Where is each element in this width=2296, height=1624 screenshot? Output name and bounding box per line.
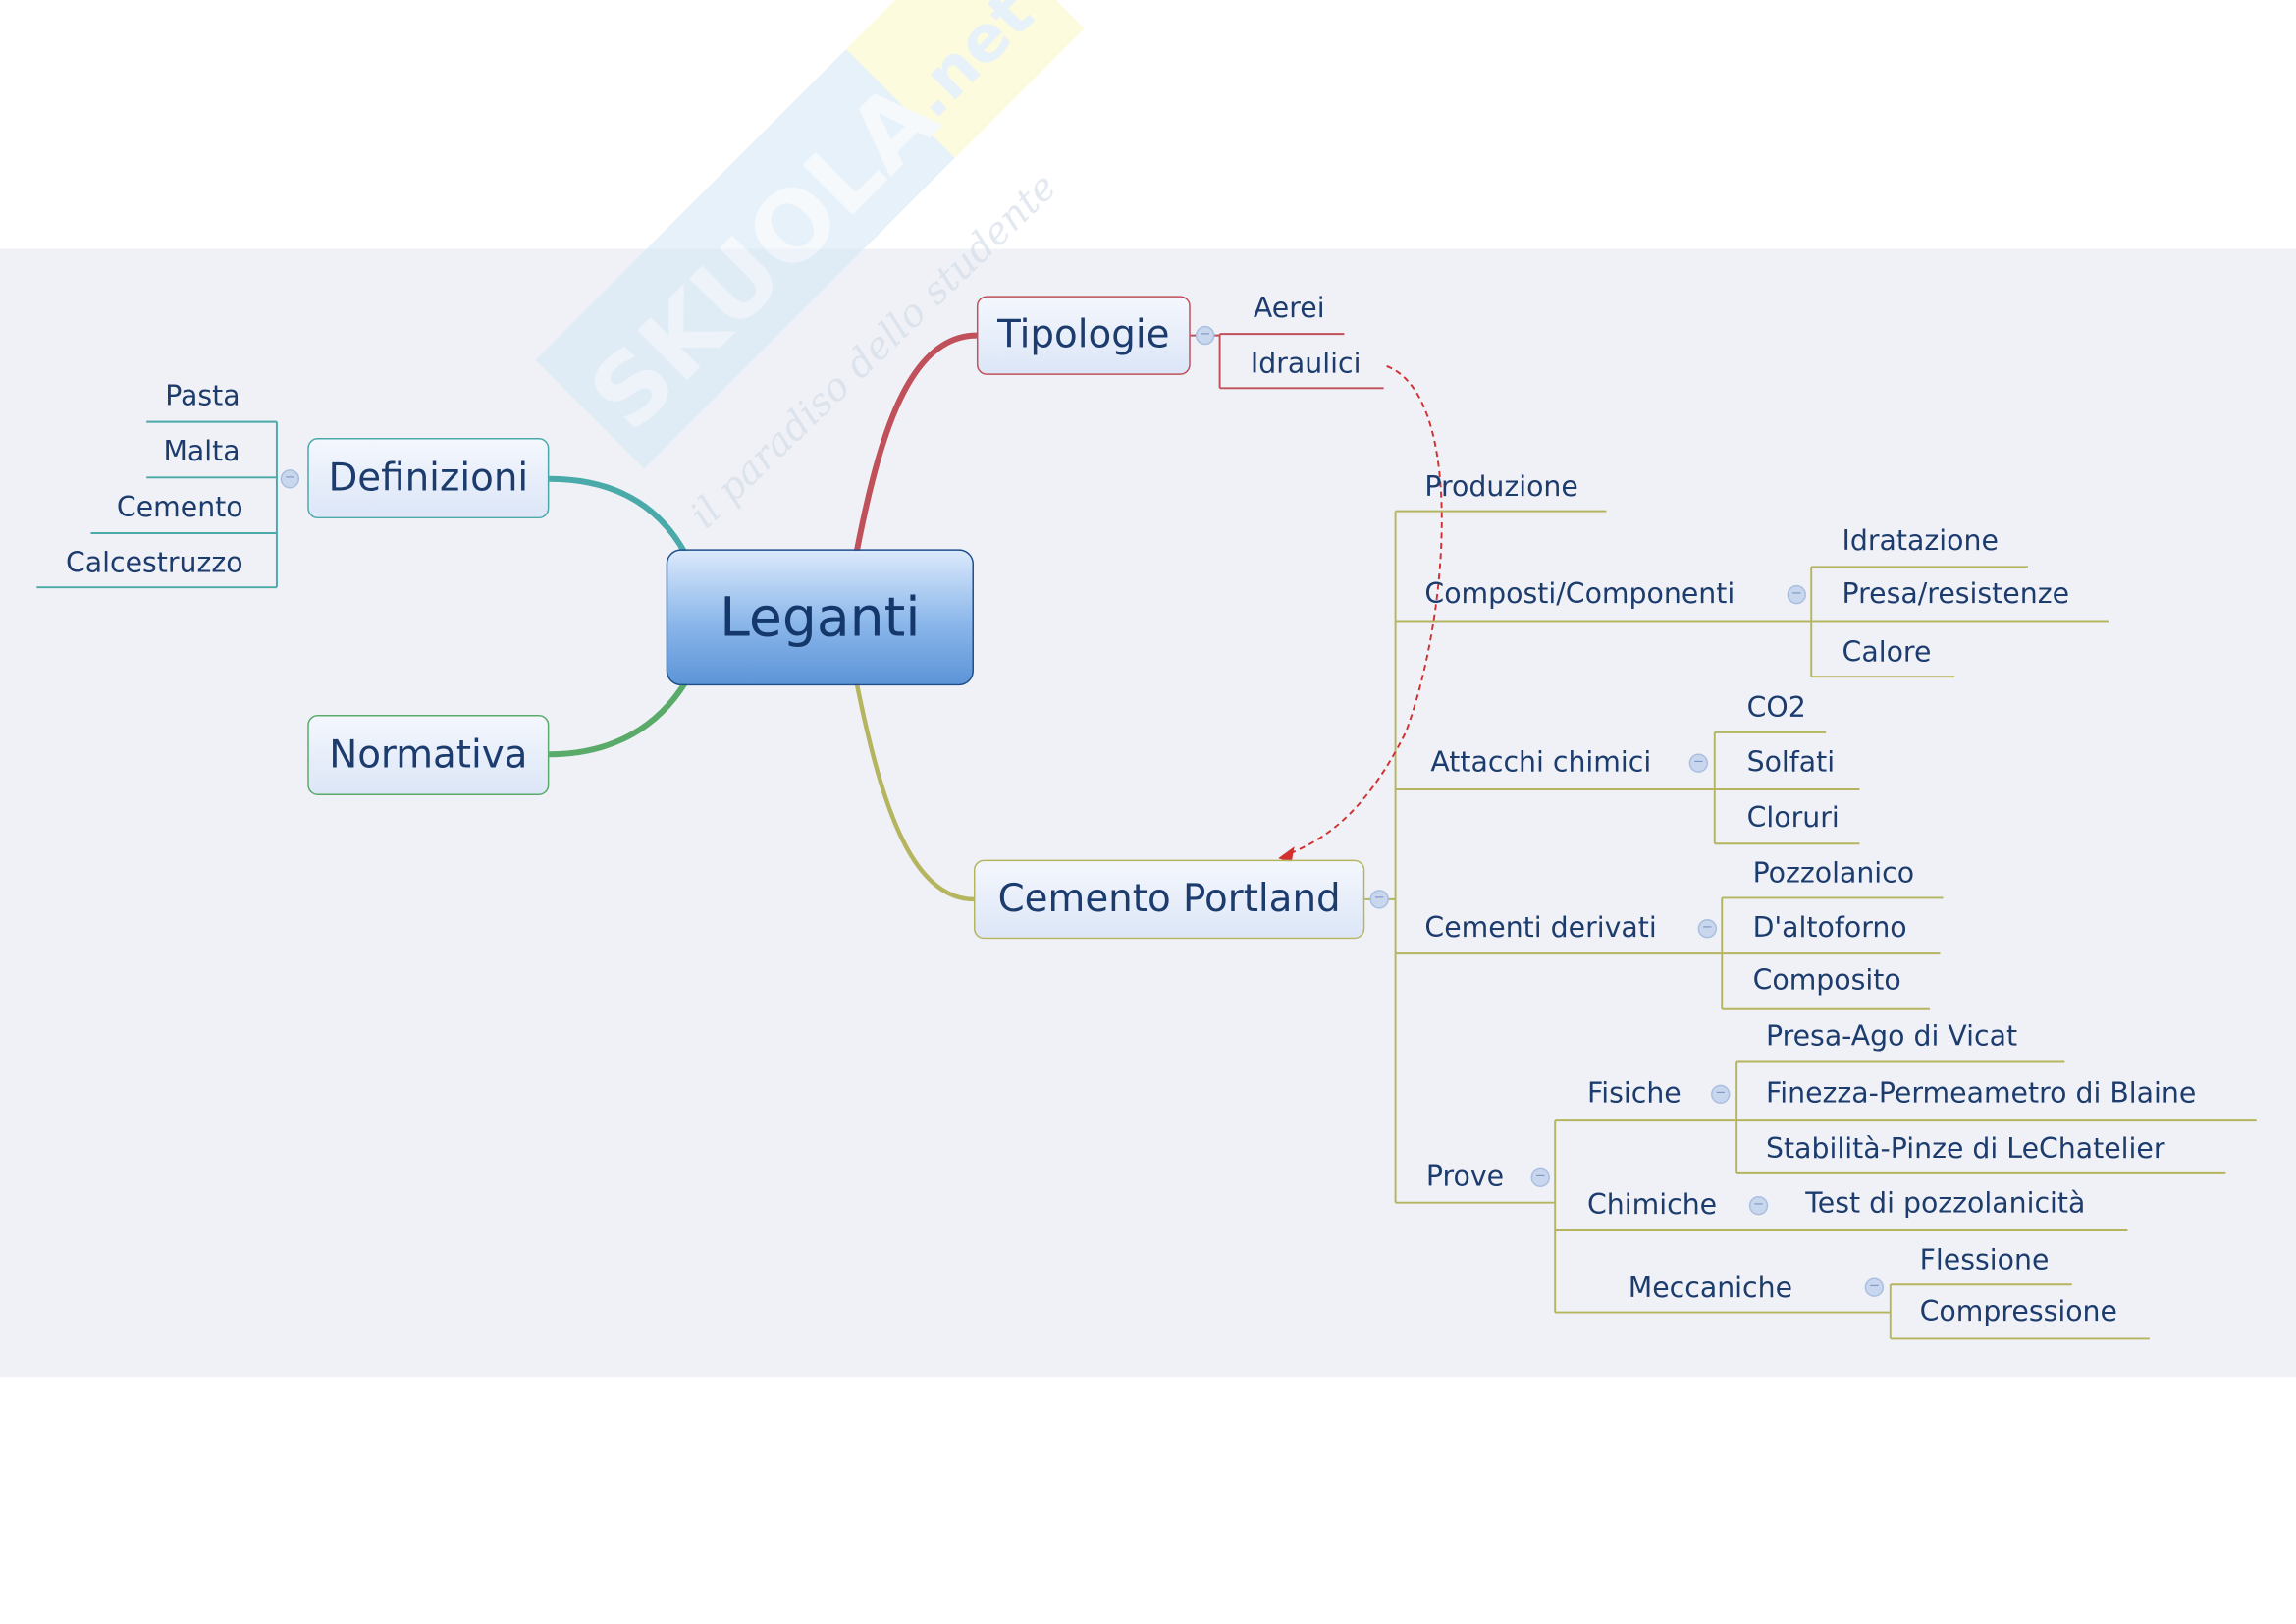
leaf-calcestruzzo[interactable]: Calcestruzzo — [65, 547, 243, 579]
leaf-solfati[interactable]: Solfati — [1746, 746, 1836, 779]
leaf-daltoforno[interactable]: D'altoforno — [1752, 911, 1907, 945]
collapse-icon[interactable]: − — [1697, 919, 1718, 939]
collapse-icon[interactable]: − — [1711, 1084, 1731, 1104]
leaf-co2[interactable]: CO2 — [1746, 691, 1806, 725]
leaf-composito[interactable]: Composito — [1752, 964, 1901, 998]
leaf-compressione[interactable]: Compressione — [1919, 1295, 2117, 1328]
collapse-icon[interactable]: − — [1369, 890, 1389, 909]
topic-label: Cemento Portland — [997, 877, 1341, 922]
central-topic[interactable]: Leganti — [666, 549, 974, 686]
branch-tipologie — [853, 332, 978, 553]
topic-label: Tipologie — [997, 313, 1170, 357]
central-topic-label: Leganti — [720, 585, 921, 649]
subtopic-chimiche[interactable]: Chimiche — [1587, 1188, 1718, 1221]
leaf-idratazione[interactable]: Idratazione — [1842, 524, 1999, 558]
topic-normativa[interactable]: Normativa — [307, 714, 550, 795]
subtopic-composti[interactable]: Composti/Componenti — [1424, 577, 1735, 611]
topic-label: Normativa — [329, 732, 528, 778]
leaf-aerei[interactable]: Aerei — [1253, 292, 1325, 325]
collapse-icon[interactable]: − — [1688, 753, 1709, 773]
leaf-presa-ago-vicat[interactable]: Presa-Ago di Vicat — [1765, 1019, 2018, 1053]
leaf-pozzolanico[interactable]: Pozzolanico — [1752, 857, 1915, 891]
leaf-flessione[interactable]: Flessione — [1919, 1244, 2050, 1277]
subtopic-meccaniche[interactable]: Meccaniche — [1628, 1272, 1793, 1305]
leaf-calore[interactable]: Calore — [1842, 636, 1932, 669]
leaf-cloruri[interactable]: Cloruri — [1746, 801, 1840, 835]
collapse-icon[interactable]: − — [1530, 1167, 1550, 1188]
branch-definizioni — [549, 475, 688, 556]
subtopic-cementi-derivati[interactable]: Cementi derivati — [1424, 911, 1657, 945]
topic-tipologie[interactable]: Tipologie — [976, 296, 1191, 375]
leaf-presa-resistenze[interactable]: Presa/resistenze — [1842, 577, 2070, 611]
subtopic-fisiche[interactable]: Fisiche — [1587, 1077, 1682, 1110]
leaf-cemento[interactable]: Cemento — [116, 491, 243, 524]
collapse-icon[interactable]: − — [1787, 584, 1807, 605]
subtopic-produzione[interactable]: Produzione — [1424, 470, 1578, 504]
subtopic-prove[interactable]: Prove — [1425, 1161, 1505, 1193]
collapse-icon[interactable]: − — [1748, 1195, 1769, 1216]
topic-definizioni[interactable]: Definizioni — [307, 438, 550, 519]
map-background — [0, 248, 2296, 1378]
topic-cemento-portland[interactable]: Cemento Portland — [973, 859, 1365, 940]
leaf-finezza-blaine[interactable]: Finezza-Permeametro di Blaine — [1765, 1077, 2197, 1110]
branch-portland — [854, 681, 974, 902]
topic-label: Definizioni — [328, 456, 529, 501]
branch-normativa — [549, 680, 688, 758]
leaf-idraulici[interactable]: Idraulici — [1250, 348, 1362, 381]
subtopic-attacchi-chimici[interactable]: Attacchi chimici — [1430, 746, 1652, 779]
leaf-malta[interactable]: Malta — [163, 435, 240, 468]
collapse-icon[interactable]: − — [1864, 1277, 1885, 1297]
leaf-test-pozzolanicita[interactable]: Test di pozzolanicità — [1805, 1187, 2086, 1219]
relationship-arrow — [1285, 365, 1443, 857]
leaf-pasta[interactable]: Pasta — [165, 380, 240, 412]
leaf-stabilita-lechatelier[interactable]: Stabilità-Pinze di LeChatelier — [1765, 1132, 2165, 1165]
collapse-icon[interactable]: − — [280, 469, 300, 489]
collapse-icon[interactable]: − — [1195, 325, 1215, 346]
